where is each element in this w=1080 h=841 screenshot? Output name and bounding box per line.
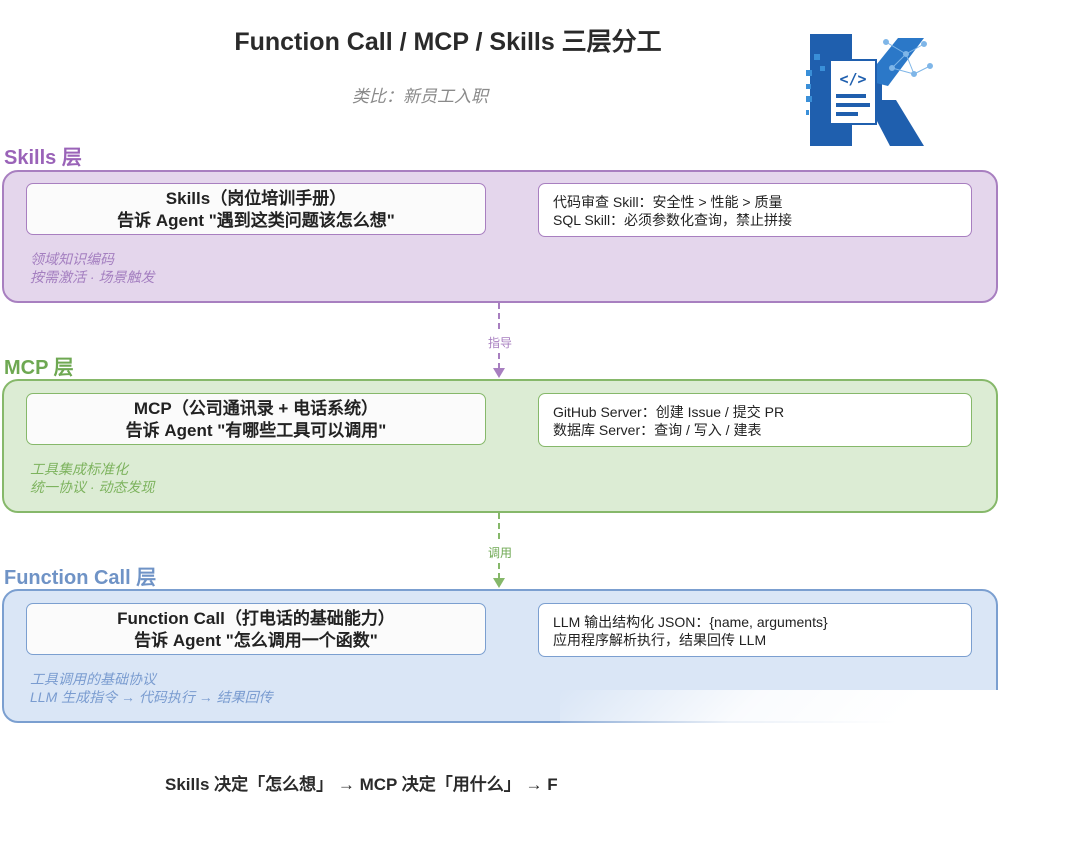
knowledge-k-logo-icon: </> <box>804 30 936 150</box>
mcp-note-line: 统一协议 · 动态发现 <box>30 479 155 495</box>
mcp-main-desc: 告诉 Agent "有哪些工具可以调用" <box>125 421 387 440</box>
function-call-note: 工具调用的基础协议 LLM 生成指令 → 代码执行 → 结果回传 <box>30 670 273 706</box>
skills-layer-label: Skills 层 <box>4 147 82 169</box>
function-call-main-title: Function Call（打电话的基础能力） <box>117 609 395 628</box>
skills-detail-box: 代码审查 Skill：安全性 > 性能 > 质量 SQL Skill：必须参数化… <box>538 183 972 237</box>
skills-note-line: 按需激活 · 场景触发 <box>30 269 155 285</box>
mcp-main-box: MCP（公司通讯录 + 电话系统） 告诉 Agent "有哪些工具可以调用" <box>26 393 486 445</box>
mcp-detail-box: GitHub Server：创建 Issue / 提交 PR 数据库 Serve… <box>538 393 972 447</box>
logo-code-glyph: </> <box>839 70 866 88</box>
skills-detail-line: SQL Skill：必须参数化查询，禁止拼接 <box>553 212 793 228</box>
function-call-detail-line: 应用程序解析执行，结果回传 LLM <box>553 632 767 648</box>
function-call-layer-label: Function Call 层 <box>4 567 157 589</box>
skills-note: 领域知识编码 按需激活 · 场景触发 <box>30 250 154 286</box>
mcp-detail-line: 数据库 Server：查询 / 写入 / 建表 <box>553 422 762 438</box>
skills-mcp-connector-label: 指导 <box>470 332 530 353</box>
mcp-fc-connector-label: 调用 <box>470 542 530 563</box>
mcp-fc-arrow-icon <box>493 578 505 588</box>
function-call-note-line: 工具调用的基础协议 <box>30 671 156 687</box>
corner-fade-overlay <box>560 690 1080 841</box>
function-call-main-desc: 告诉 Agent "怎么调用一个函数" <box>134 631 378 650</box>
function-call-main-box: Function Call（打电话的基础能力） 告诉 Agent "怎么调用一个… <box>26 603 486 655</box>
function-call-detail-box: LLM 输出结构化 JSON：{name, arguments} 应用程序解析执… <box>538 603 972 657</box>
function-call-note-line: LLM 生成指令 → 代码执行 → 结果回传 <box>30 689 273 705</box>
mcp-detail-line: GitHub Server：创建 Issue / 提交 PR <box>553 404 785 420</box>
skills-main-desc: 告诉 Agent "遇到这类问题该怎么想" <box>117 211 395 230</box>
mcp-layer-label: MCP 层 <box>4 357 74 379</box>
skills-main-box: Skills（岗位培训手册） 告诉 Agent "遇到这类问题该怎么想" <box>26 183 486 235</box>
skills-mcp-arrow-icon <box>493 368 505 378</box>
skills-detail-line: 代码审查 Skill：安全性 > 性能 > 质量 <box>553 194 783 210</box>
function-call-detail-line: LLM 输出结构化 JSON：{name, arguments} <box>553 614 828 630</box>
page-title: Function Call / MCP / Skills 三层分工 <box>234 28 662 56</box>
mcp-note-line: 工具集成标准化 <box>30 461 128 477</box>
page-subtitle: 类比：新员工入职 <box>352 87 488 106</box>
mcp-note: 工具集成标准化 统一协议 · 动态发现 <box>30 460 154 496</box>
mcp-main-title: MCP（公司通讯录 + 电话系统） <box>133 399 379 418</box>
skills-note-line: 领域知识编码 <box>30 251 114 267</box>
skills-main-title: Skills（岗位培训手册） <box>165 189 347 208</box>
summary-footer: Skills 决定「怎么想」 → MCP 决定「用什么」 → F <box>165 775 558 794</box>
